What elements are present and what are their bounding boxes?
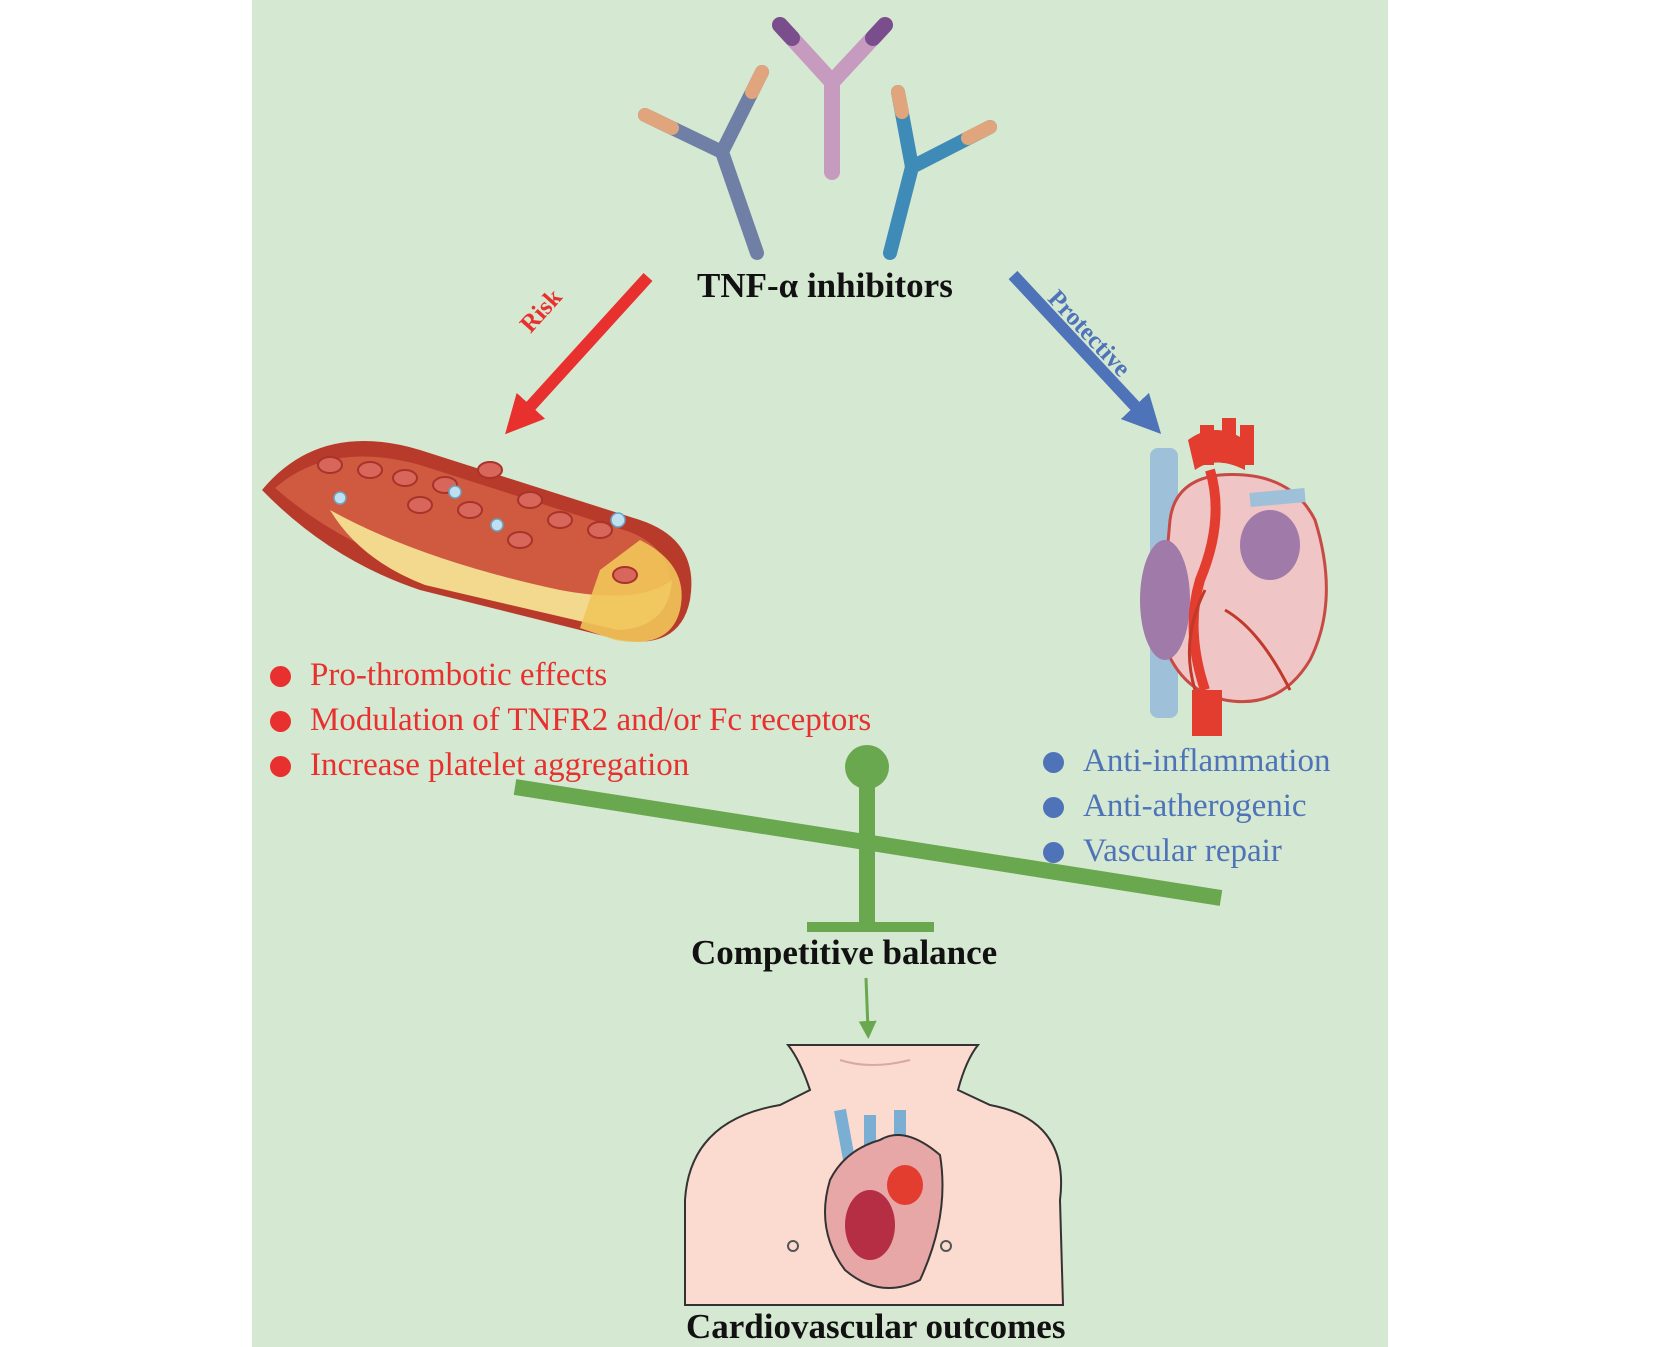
risk-arrow bbox=[505, 272, 653, 435]
balance-scale-icon bbox=[513, 745, 1223, 932]
diagram-title: TNF-α inhibitors bbox=[697, 266, 953, 305]
bullet-dot bbox=[1043, 752, 1064, 773]
list-item: Vascular repair bbox=[1043, 829, 1330, 874]
protective-arrow bbox=[1008, 270, 1162, 435]
protective-list: Anti-inflammation Anti-atherogenic Vascu… bbox=[1043, 739, 1330, 874]
list-item: Pro-thrombotic effects bbox=[270, 653, 871, 698]
antibody-icon bbox=[638, 17, 997, 260]
balance-label: Competitive balance bbox=[691, 933, 998, 972]
list-item: Anti-inflammation bbox=[1043, 739, 1330, 784]
bullet-dot bbox=[270, 711, 291, 732]
torso-heart-icon bbox=[684, 1044, 1065, 1306]
list-item: Increase platelet aggregation bbox=[270, 743, 871, 788]
list-item: Anti-atherogenic bbox=[1043, 784, 1330, 829]
blood-vessel-plaque-icon bbox=[262, 441, 692, 642]
bullet-dot bbox=[1043, 842, 1064, 863]
outcome-arrow bbox=[858, 977, 877, 1039]
bullet-dot bbox=[1043, 797, 1064, 818]
bullet-dot bbox=[270, 756, 291, 777]
list-item: Modulation of TNFR2 and/or Fc receptors bbox=[270, 698, 871, 743]
heart-icon bbox=[1140, 418, 1328, 736]
bullet-dot bbox=[270, 666, 291, 687]
outcome-label: Cardiovascular outcomes bbox=[686, 1307, 1066, 1346]
risk-list: Pro-thrombotic effects Modulation of TNF… bbox=[270, 653, 871, 788]
